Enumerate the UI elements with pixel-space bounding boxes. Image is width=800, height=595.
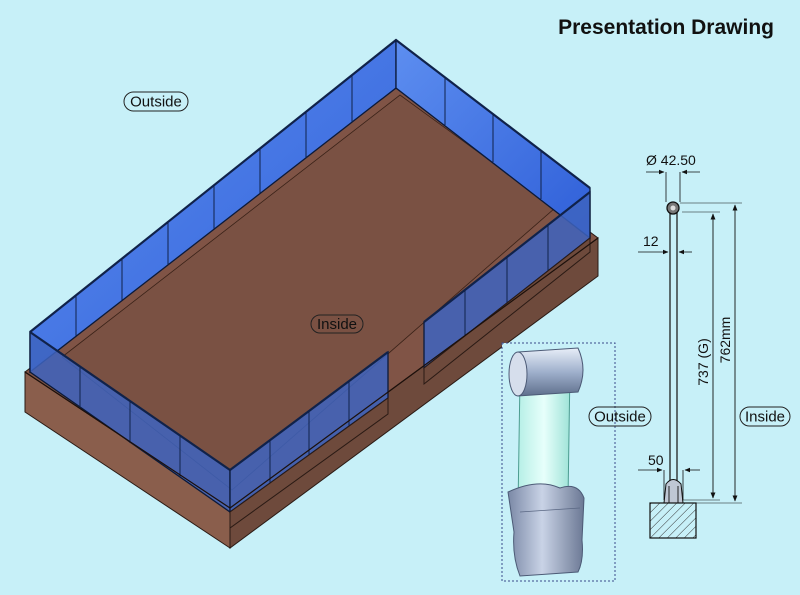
label-inside-center: Inside: [310, 314, 364, 334]
base-channel-segment-1: [229, 397, 389, 529]
section-drawing: [638, 169, 742, 539]
slab-section: [649, 502, 697, 539]
slab-top-edge: [24, 237, 599, 509]
posts-front-right-segment-2: [464, 225, 549, 336]
label-inside-right: Inside: [739, 406, 791, 427]
posts-front-left: [79, 366, 181, 477]
base-clamp: [507, 483, 585, 577]
svg-text:Inside: Inside: [317, 316, 357, 333]
posts-back-left: [75, 75, 353, 336]
diameter-dimension: Ø 42.50: [646, 152, 696, 168]
label-outside-top: Outside: [123, 91, 189, 112]
svg-text:Inside: Inside: [745, 409, 785, 426]
posts-front-right-segment-1: [269, 381, 350, 483]
clamp-section: [663, 479, 684, 504]
page-title: Presentation Drawing: [558, 16, 774, 39]
product-detail-view: [501, 342, 616, 582]
posts-back-right: [444, 77, 542, 199]
balcony-model: [24, 38, 599, 549]
glass-height-dimension: 737 (G): [695, 338, 711, 385]
handrail-cylinder: [508, 347, 584, 397]
base-width-dimension: 50: [648, 452, 664, 468]
svg-text:Outside: Outside: [130, 94, 182, 111]
handrail-back-left: [29, 39, 397, 333]
svg-text:Outside: Outside: [594, 409, 646, 426]
glass-thickness-dimension: 12: [643, 233, 659, 249]
label-outside-right: Outside: [588, 406, 652, 427]
total-height-dimension: 762mm: [717, 317, 733, 364]
